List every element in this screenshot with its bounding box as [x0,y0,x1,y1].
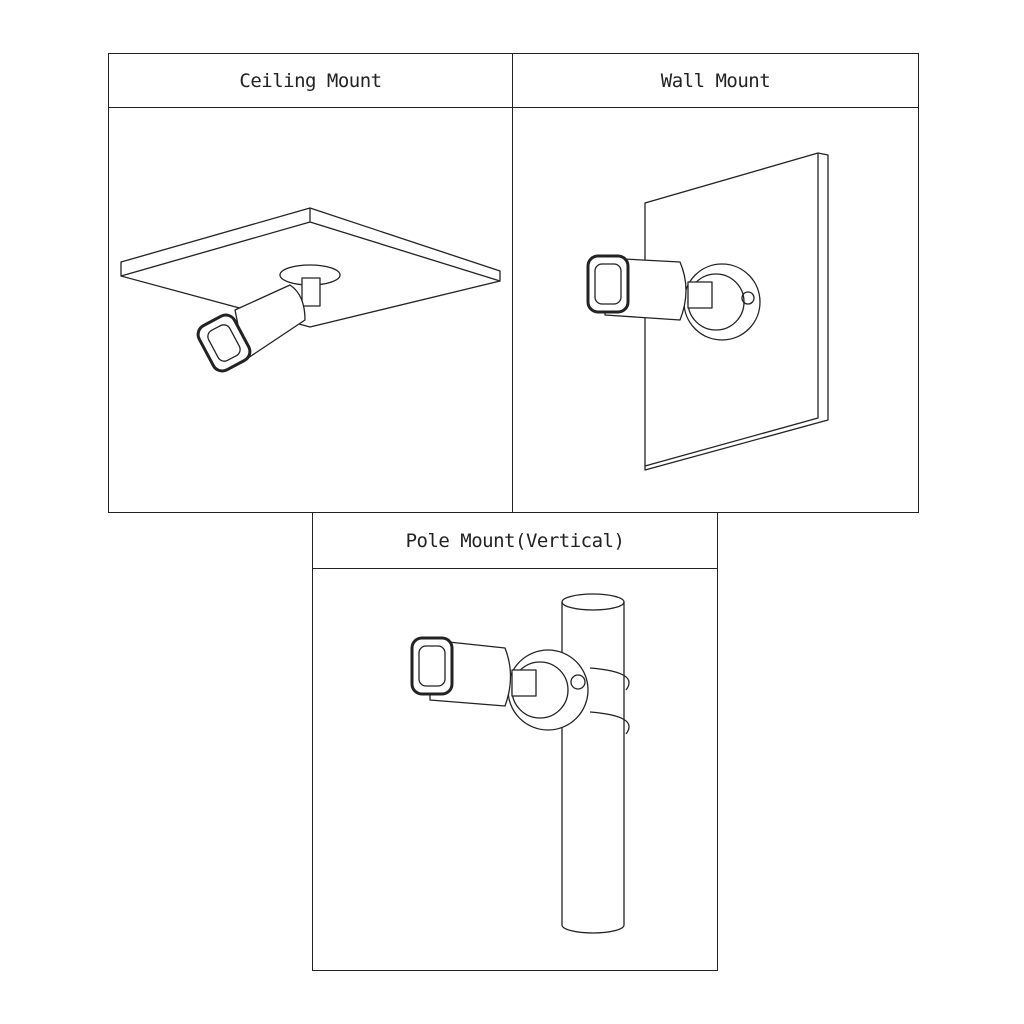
ceiling-camera-illustration [196,264,341,373]
ceiling-mount-label: Ceiling Mount [109,54,512,108]
wall-panel-illustration [644,152,829,471]
ceiling-slab-illustration [120,207,501,328]
wall-mount-label: Wall Mount [513,54,918,108]
pole-illustration [561,593,630,934]
wall-camera-illustration [586,254,761,341]
pole-mount-panel: Pole Mount(Vertical) [312,512,718,971]
pole-camera-illustration [410,636,589,731]
pole-mount-label: Pole Mount(Vertical) [313,513,717,569]
